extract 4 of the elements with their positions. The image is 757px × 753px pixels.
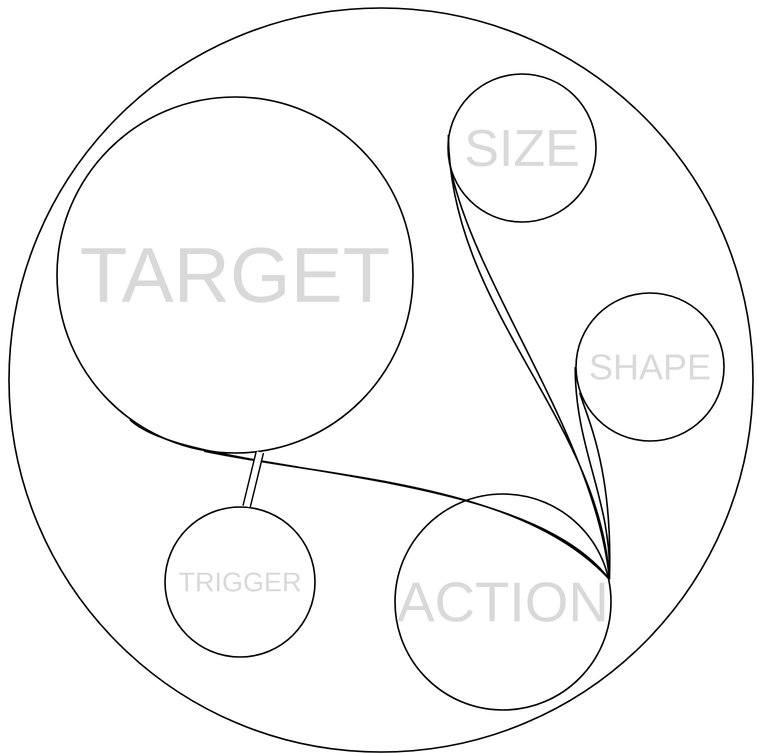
outer-circle bbox=[8, 7, 754, 753]
tapered-band bbox=[129, 418, 610, 580]
double-line-connector bbox=[242, 451, 264, 508]
tapered-band bbox=[574, 366, 611, 580]
